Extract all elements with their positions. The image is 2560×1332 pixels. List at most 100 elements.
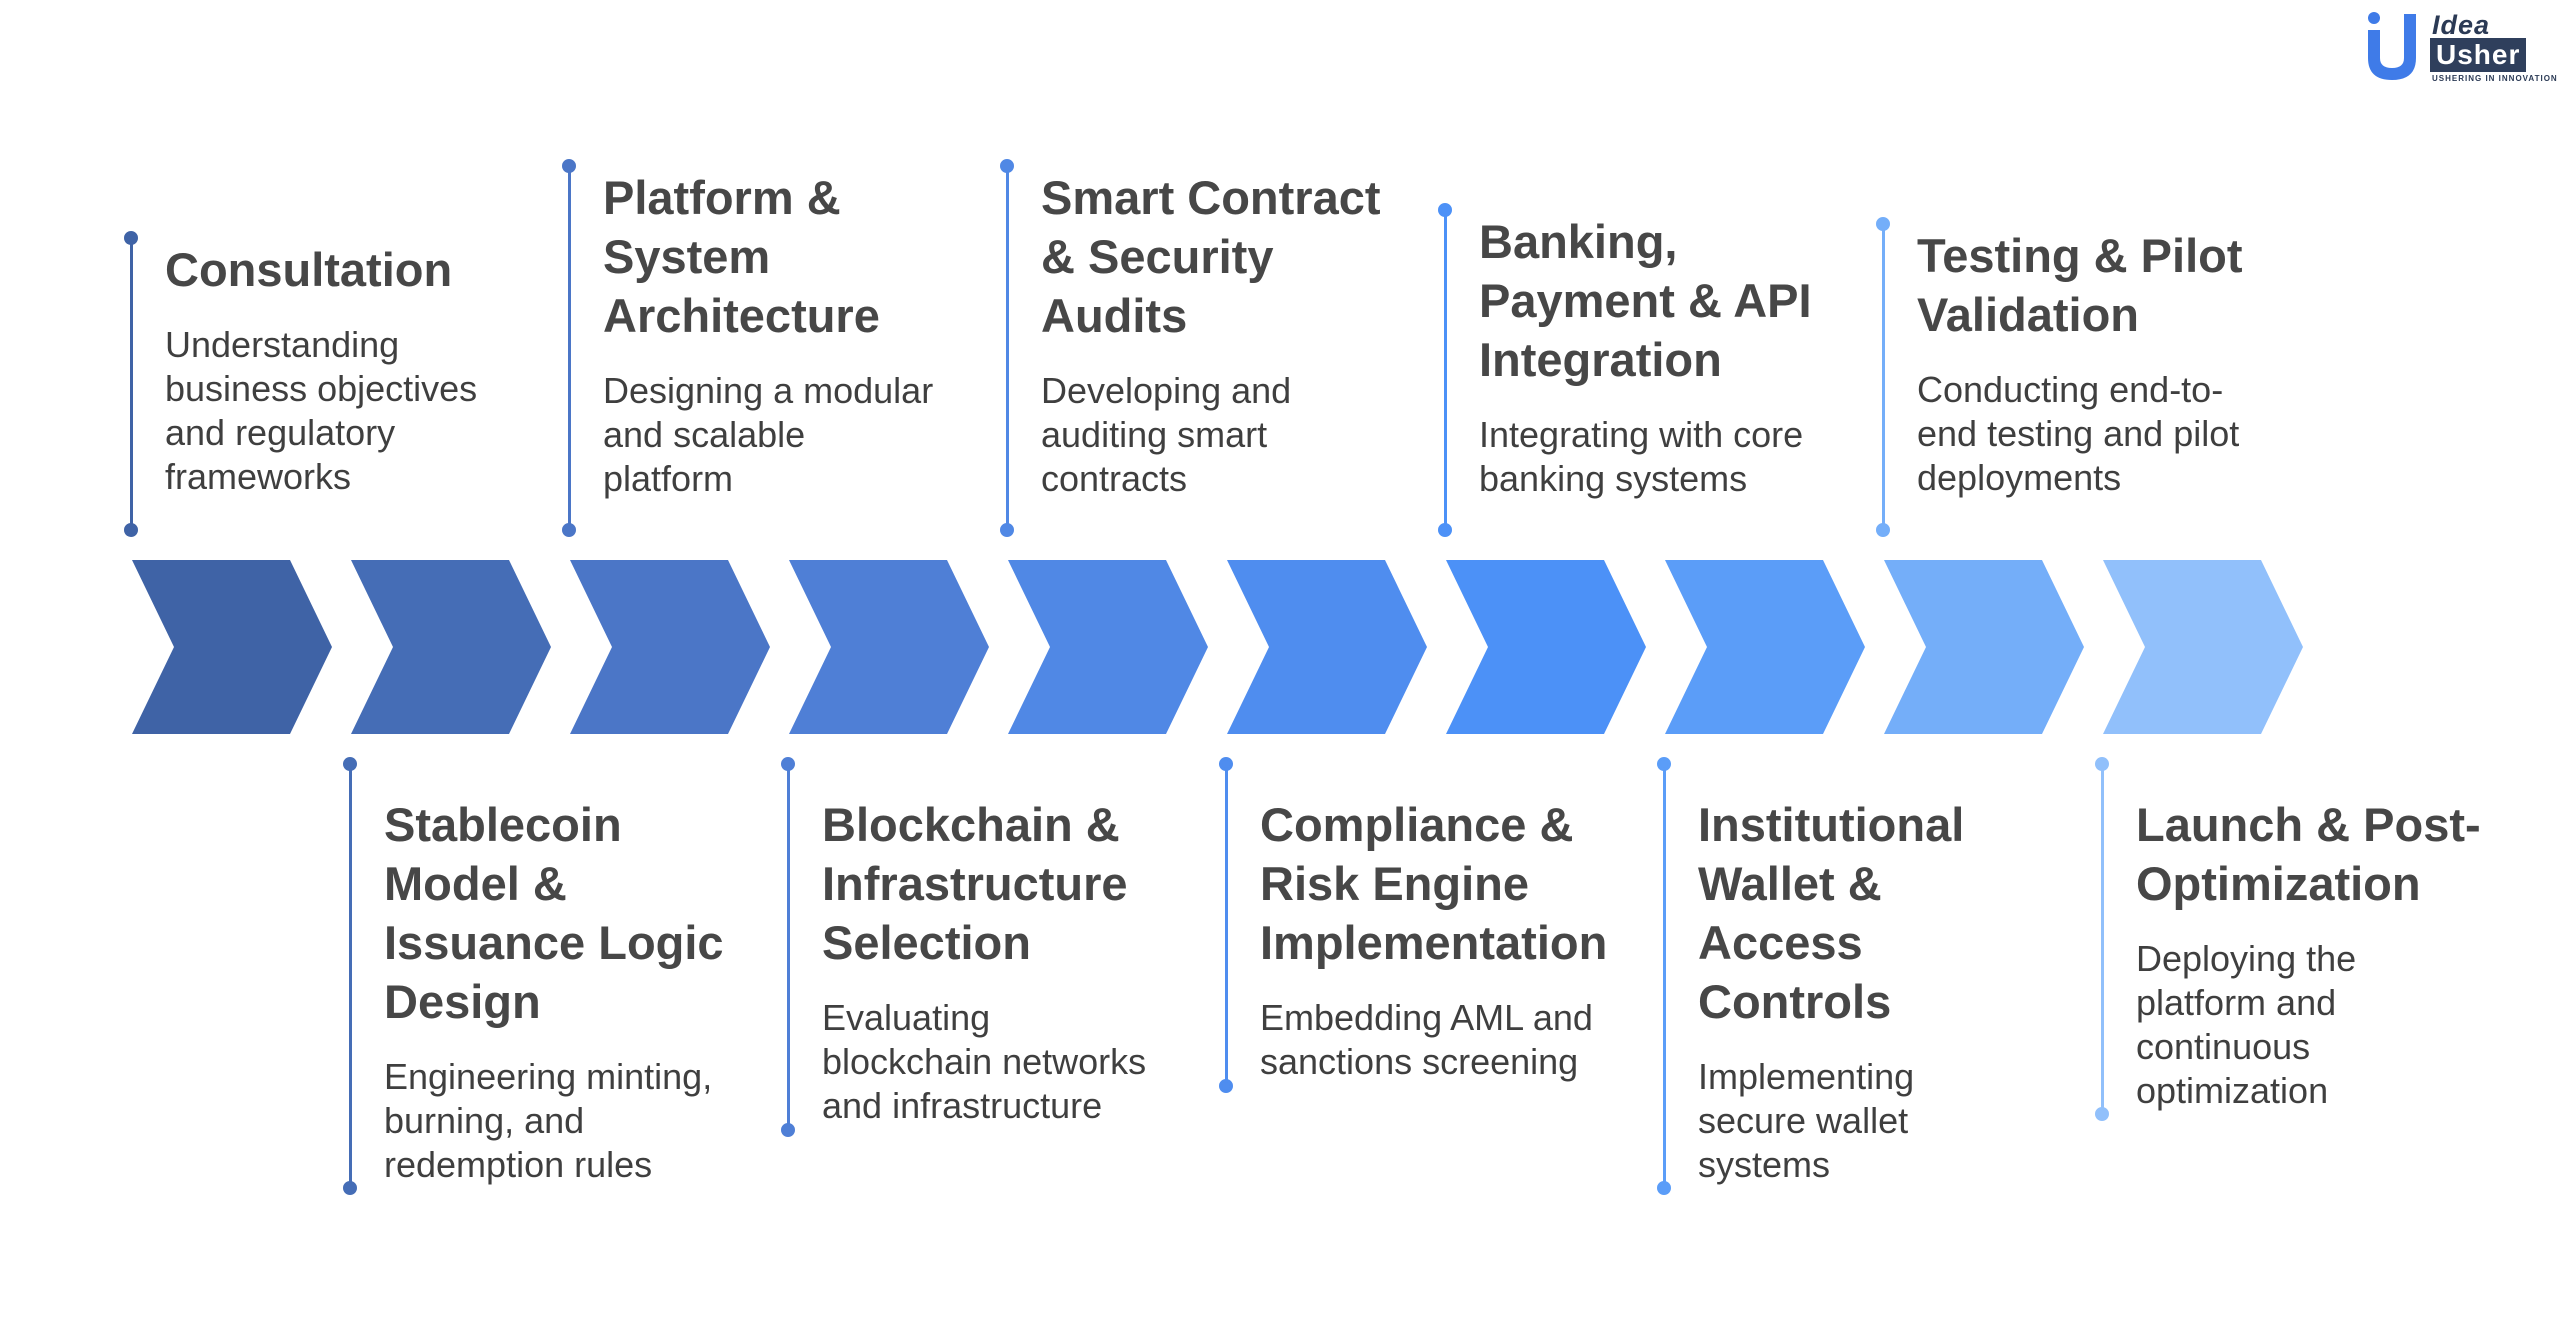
step-title-line: System	[603, 230, 771, 283]
step-title: Launch & Post-Optimization	[2136, 795, 2496, 913]
step-title: Consultation	[165, 240, 525, 299]
idea-usher-logo: Idea Usher USHERING IN INNOVATION	[2364, 6, 2560, 83]
connector-dot-end	[1000, 523, 1014, 537]
step-description-line: and scalable	[603, 414, 806, 455]
step-description-line: end testing and pilot	[1917, 413, 2240, 454]
step-description-line: and regulatory	[165, 412, 396, 453]
step-description-line: Conducting end-to-	[1917, 369, 2224, 410]
step-description-line: Implementing	[1698, 1056, 1915, 1097]
step-title-line: Blockchain &	[822, 798, 1120, 851]
step-description-line: Understanding	[165, 324, 400, 365]
step-title-line: Consultation	[165, 243, 453, 296]
chevron-step-8	[1665, 560, 1865, 734]
chevron-step-5	[1008, 560, 1208, 734]
connector-dot-end	[1219, 1079, 1233, 1093]
step-description-line: secure wallet	[1698, 1100, 1909, 1141]
step-description-line: auditing smart	[1041, 414, 1268, 455]
step-description-line: blockchain networks	[822, 1041, 1147, 1082]
chevron-step-1	[132, 560, 332, 734]
step-description-line: Integrating with core	[1479, 414, 1804, 455]
step-description-line: Developing and	[1041, 370, 1292, 411]
logo-tagline: USHERING IN INNOVATION	[2432, 74, 2558, 83]
chevron-step-3	[570, 560, 770, 734]
connector-dot-end	[343, 1181, 357, 1195]
connector-dot-start	[781, 757, 795, 771]
step-description-line: deployments	[1917, 457, 2122, 498]
step-description-line: contracts	[1041, 458, 1188, 499]
step-title-line: Institutional	[1698, 798, 1965, 851]
step-title-line: Payment & API	[1479, 274, 1812, 327]
step-title-line: Wallet &	[1698, 857, 1882, 910]
connector-dot-end	[562, 523, 576, 537]
step-title-line: Validation	[1917, 288, 2139, 341]
step-title-line: Architecture	[603, 289, 880, 342]
step-description-line: platform	[603, 458, 734, 499]
connector-dot-end	[781, 1123, 795, 1137]
connector-dot-end	[1657, 1181, 1671, 1195]
chevron-step-2	[351, 560, 551, 734]
step-description-line: Deploying the	[2136, 938, 2357, 979]
step-description-line: sanctions screening	[1260, 1041, 1579, 1082]
connector-line-4	[787, 764, 790, 1130]
connector-dot-end	[1438, 523, 1452, 537]
connector-dot-start	[1657, 757, 1671, 771]
connector-dot-end	[1876, 523, 1890, 537]
connector-dot-start	[343, 757, 357, 771]
step-title-line: Design	[384, 975, 541, 1028]
step-title-line: Access	[1698, 916, 1863, 969]
step-description-line: burning, and	[384, 1100, 585, 1141]
chevron-step-9	[1884, 560, 2084, 734]
step-description-line: banking systems	[1479, 458, 1748, 499]
step-description-line: optimization	[2136, 1070, 2329, 1111]
step-title-line: Testing & Pilot	[1917, 229, 2243, 282]
connector-line-1	[130, 238, 133, 530]
step-title-line: Risk Engine	[1260, 857, 1530, 910]
step-title-line: Selection	[822, 916, 1031, 969]
logo-word-idea: Idea	[2432, 10, 2491, 40]
connector-line-9	[1882, 224, 1885, 530]
connector-dot-start	[1876, 217, 1890, 231]
connector-dot-start	[1000, 159, 1014, 173]
chevron-step-10	[2103, 560, 2303, 734]
step-description-line: continuous	[2136, 1026, 2311, 1067]
connector-line-8	[1663, 764, 1666, 1188]
connector-line-6	[1225, 764, 1228, 1086]
step-description-line: Embedding AML and	[1260, 997, 1593, 1038]
connector-line-10	[2101, 764, 2104, 1114]
step-title-line: Implementation	[1260, 916, 1608, 969]
connector-line-3	[568, 166, 571, 530]
step-description-line: business objectives	[165, 368, 478, 409]
connector-dot-start	[1438, 203, 1452, 217]
step-title-line: Optimization	[2136, 857, 2421, 910]
chevron-step-4	[789, 560, 989, 734]
step-description-line: redemption rules	[384, 1144, 653, 1185]
step-description-line: platform and	[2136, 982, 2337, 1023]
step-title-line: Issuance Logic	[384, 916, 724, 969]
chevron-step-7	[1446, 560, 1646, 734]
step-title-line: Model &	[384, 857, 567, 910]
